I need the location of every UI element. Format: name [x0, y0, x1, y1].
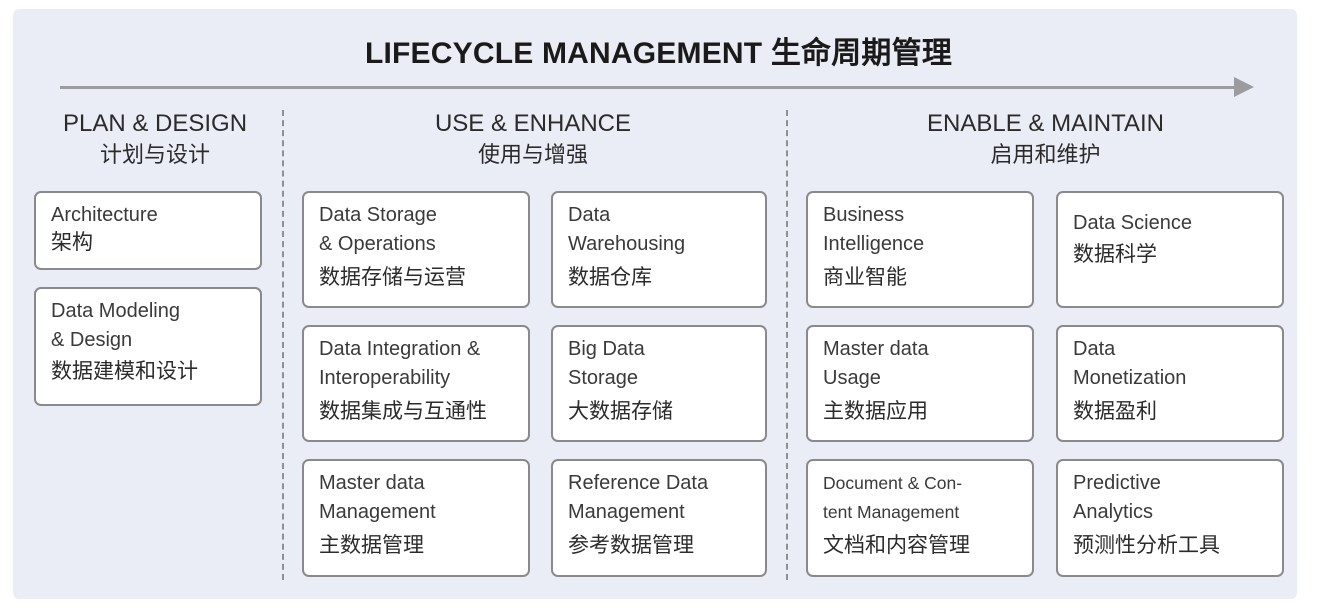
section-title-en: USE & ENHANCE	[434, 110, 632, 137]
box-label-en: Predictive Analytics	[1073, 472, 1161, 523]
box-label-cn: 大数据存储	[568, 400, 673, 423]
box-label-en: Business Intelligence	[823, 204, 925, 255]
section-use-enhance: USE & ENHANCE 使用与增强	[300, 108, 766, 170]
box-label-cn: 架构	[51, 231, 93, 254]
box-label-en: Data Monetization	[1073, 338, 1187, 389]
box-reference-data-management: Reference Data Management 参考数据管理	[551, 459, 767, 577]
box-label-en: Data Warehousing	[568, 204, 686, 255]
section-divider-2	[786, 110, 788, 580]
box-label-en: Data Storage & Operations	[319, 204, 437, 255]
box-data-integration: Data Integration & Interoperability 数据集成…	[302, 325, 530, 442]
box-label-en: Master data Usage	[823, 338, 929, 389]
section-title-cn: 计划与设计	[99, 142, 210, 167]
timeline-arrow-head	[1234, 77, 1254, 97]
box-label-cn: 主数据管理	[319, 534, 424, 557]
box-label-cn: 数据集成与互通性	[319, 400, 487, 423]
box-data-science: Data Science 数据科学	[1056, 191, 1284, 308]
box-label-cn: 数据仓库	[568, 266, 652, 289]
diagram-title: LIFECYCLE MANAGEMENT 生命周期管理	[364, 37, 953, 70]
section-title-en: PLAN & DESIGN	[62, 110, 248, 137]
box-label-cn: 数据科学	[1073, 243, 1157, 266]
box-label-en: Document & Con- tent Management	[823, 473, 963, 522]
box-label-en: Data Science	[1073, 212, 1192, 234]
box-label-cn: 商业智能	[823, 266, 907, 289]
box-business-intelligence: Business Intelligence 商业智能	[806, 191, 1034, 308]
box-label-en: Architecture	[51, 204, 158, 226]
box-label-en: Master data Management	[319, 472, 436, 523]
section-plan-design: PLAN & DESIGN 计划与设计	[40, 108, 270, 170]
box-master-data-usage: Master data Usage 主数据应用	[806, 325, 1034, 442]
box-label-en: Data Integration & Interoperability	[319, 338, 481, 389]
box-data-monetization: Data Monetization 数据盈利	[1056, 325, 1284, 442]
box-data-warehousing: Data Warehousing 数据仓库	[551, 191, 767, 308]
section-enable-maintain: ENABLE & MAINTAIN 启用和维护	[808, 108, 1283, 170]
section-divider-1	[282, 110, 284, 580]
section-title-en: ENABLE & MAINTAIN	[927, 110, 1164, 137]
box-predictive-analytics: Predictive Analytics 预测性分析工具	[1056, 459, 1284, 577]
box-data-modeling: Data Modeling & Design 数据建模和设计	[34, 287, 262, 406]
box-document-content-management: Document & Con- tent Management 文档和内容管理	[806, 459, 1034, 577]
box-label-cn: 文档和内容管理	[823, 534, 970, 557]
section-title-cn: 启用和维护	[990, 142, 1101, 167]
section-title-cn: 使用与增强	[477, 142, 588, 167]
box-label-en: Data Modeling & Design	[51, 300, 180, 351]
box-big-data-storage: Big Data Storage 大数据存储	[551, 325, 767, 442]
box-architecture: Architecture 架构	[34, 191, 262, 270]
box-label-cn: 数据存储与运营	[319, 266, 466, 289]
box-master-data-management: Master data Management 主数据管理	[302, 459, 530, 577]
box-label-cn: 预测性分析工具	[1073, 534, 1220, 557]
timeline-arrow-line	[60, 86, 1238, 89]
box-label-en: Big Data Storage	[568, 338, 645, 389]
box-label-cn: 数据建模和设计	[51, 360, 198, 383]
box-label-cn: 数据盈利	[1073, 400, 1157, 423]
box-label-cn: 参考数据管理	[568, 534, 694, 557]
box-label-en: Reference Data Management	[568, 472, 709, 523]
box-data-storage: Data Storage & Operations 数据存储与运营	[302, 191, 530, 308]
box-label-cn: 主数据应用	[823, 400, 928, 423]
